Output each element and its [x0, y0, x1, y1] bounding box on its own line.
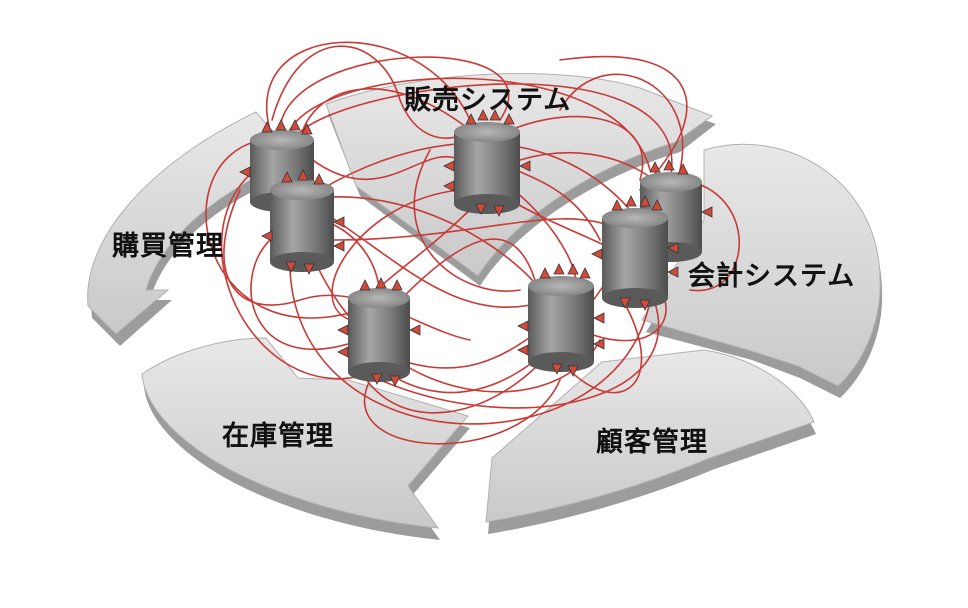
label-purchase-management: 購買管理 — [112, 231, 224, 262]
connector-arrow-icon — [239, 109, 713, 387]
segment-accounting — [641, 143, 883, 398]
cylinder-server-icon — [250, 122, 702, 382]
label-accounting-system: 会計システム — [688, 261, 856, 292]
connection-lines — [205, 41, 741, 445]
segment-inventory — [141, 337, 470, 540]
label-inventory-management: 在庫管理 — [222, 421, 334, 452]
label-customer-management: 顧客管理 — [596, 427, 708, 458]
label-sales-system: 販売システム — [404, 85, 572, 116]
